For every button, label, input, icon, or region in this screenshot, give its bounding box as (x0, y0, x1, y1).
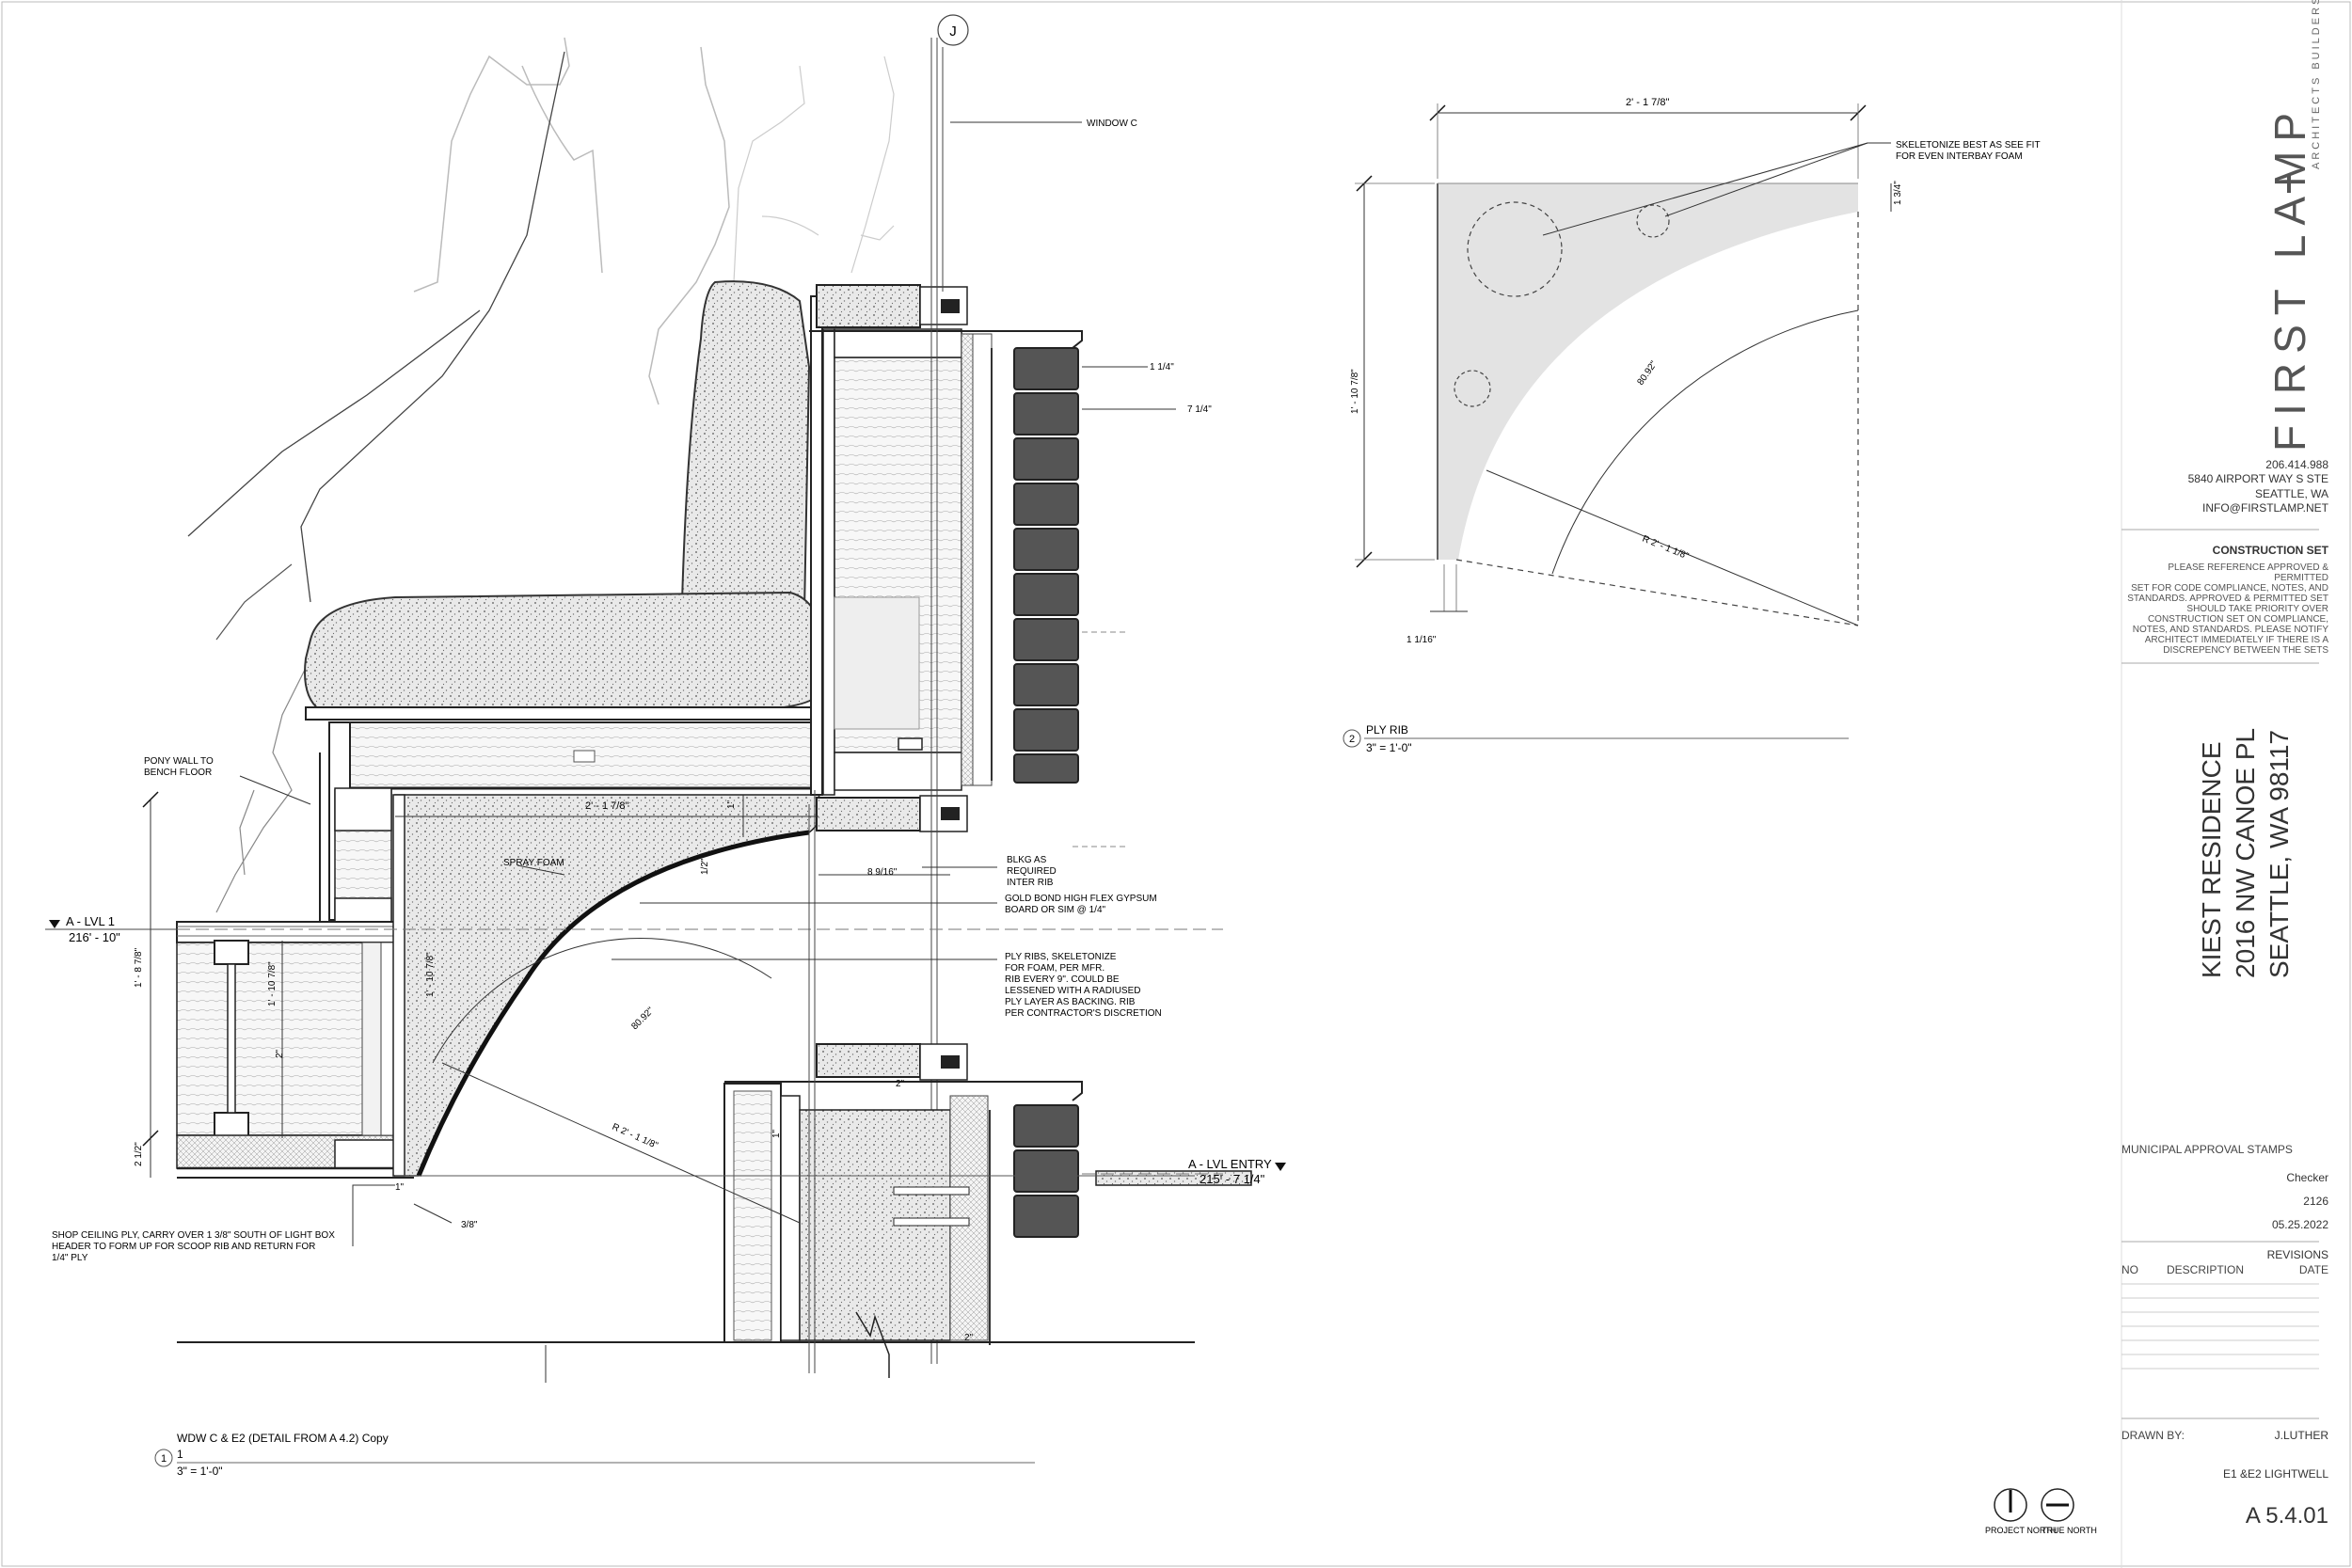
title-block-lines (2122, 529, 2319, 1419)
dim-2c: 2" (896, 1079, 905, 1089)
detail-2-title: PLY RIB (1366, 723, 1408, 736)
note-spray-foam: SPRAY FOAM (503, 858, 564, 868)
rev-col-desc: DESCRIPTION (2167, 1263, 2245, 1276)
issue-date: 05.25.2022 (2271, 1218, 2328, 1231)
level-entry-name: A - LVL ENTRY (1188, 1157, 1272, 1171)
detail-1-number: 1 (161, 1453, 167, 1465)
level-lvl1-name: A - LVL 1 (66, 914, 115, 928)
dim-2-1-7-8: 2' - 1 7/8" (585, 800, 628, 812)
note-shop-ceiling: SHOP CEILING PLY, CARRY OVER 1 3/8" SOUT… (52, 1230, 335, 1263)
firm-name: FIRST LAMP (2265, 103, 2314, 451)
dim-1-8-7-8: 1' - 8 7/8" (134, 947, 144, 988)
rib-dim-width: 2' - 1 7/8" (1626, 97, 1669, 108)
cladding-bricks (1013, 347, 1079, 784)
dim-8-9-16: 8 9/16" (867, 867, 898, 878)
detail-1-title: WDW C & E2 (DETAIL FROM A 4.2) Copy (177, 1432, 389, 1445)
dim-1-10-7-8b: 1' - 10 7/8" (425, 952, 436, 997)
dim-2: 2" (275, 1049, 285, 1058)
level-lvl1-elev: 216' - 10" (69, 930, 120, 944)
rib-dim-1-1-16: 1 1/16" (1406, 635, 1437, 645)
dim-radius: R 2' - 1 1/8" (611, 1122, 660, 1151)
detail-1-scale: 3" = 1'-0" (177, 1465, 223, 1478)
firm-tagline: ARCHITECTS BUILDERS (2311, 0, 2322, 169)
true-north-label: TRUE NORTH (2042, 1526, 2097, 1535)
detail-2-scale: 3" = 1'-0" (1366, 741, 1412, 754)
dim-2-1-2: 2 1/2" (134, 1142, 144, 1166)
firm-email: INFO@FIRSTLAMP.NET (2202, 501, 2328, 515)
project-city: SEATTLE, WA 98117 (2265, 730, 2294, 978)
dim-1b: 1" (726, 800, 737, 809)
title-block: 206.414.988 5840 AIRPORT WAY S STE SEATT… (2112, 0, 2352, 1568)
project-name: KIEST RESIDENCE (2197, 741, 2226, 978)
rib-dim-height: 1' - 10 7/8" (1350, 369, 1360, 414)
revisions-title: REVISIONS (2266, 1248, 2328, 1261)
project-address: 2016 NW CANOE PL (2231, 728, 2260, 978)
stamps-label: MUNICIPAL APPROVAL STAMPS (2122, 1143, 2293, 1156)
checker: Checker (2286, 1171, 2328, 1184)
rev-col-no: NO (2122, 1263, 2138, 1276)
dim-2b: 2" (964, 1333, 974, 1343)
dim-7-1-4: 7 1/4" (1187, 404, 1212, 415)
level-entry-elev: 215' - 7 1/4" (1200, 1172, 1265, 1186)
detail-1-section: J A - LVL 1 216' - 10" A - LVL ENTRY 215… (45, 14, 1286, 1478)
dim-3-8: 3/8" (461, 1220, 478, 1230)
firm-phone: 206.414.988 (2265, 458, 2328, 471)
dim-arc: 80.92" (629, 1006, 656, 1032)
grid-label: J (949, 24, 957, 40)
construction-title: CONSTRUCTION SET (2212, 544, 2328, 557)
rib-dim-1-3-4: 1 3/4" (1893, 181, 1903, 205)
level-marker-lvl1 (49, 920, 60, 928)
dim-1-10-7-8: 1' - 10 7/8" (267, 961, 278, 1006)
sheet-number: A 5.4.01 (2245, 1503, 2328, 1528)
rev-col-date: DATE (2298, 1263, 2328, 1276)
dim-1-1-4: 1 1/4" (1150, 362, 1174, 372)
skeleton-hole-small (1636, 204, 1670, 238)
drawn-by-label: DRAWN BY: (2122, 1429, 2185, 1442)
note-window-c: WINDOW C (1087, 119, 1137, 129)
detail-1-sub: 1 (177, 1448, 183, 1461)
detail-2-number: 2 (1349, 734, 1355, 745)
rib-dim-arc: 80.92" (1635, 359, 1660, 388)
dim-1: 1" (395, 1182, 405, 1193)
firm-address-2: SEATTLE, WA (2254, 487, 2328, 500)
project-north-label: PROJECT NORTH (1985, 1526, 2057, 1535)
skeleton-hole-mid (1454, 370, 1491, 407)
north-arrows: PROJECT NORTH TRUE NORTH (1985, 1488, 2097, 1535)
construction-note: PLEASE REFERENCE APPROVED & PERMITTED SE… (2127, 562, 2328, 656)
rib-dim-radius: R 2' - 1 1/8" (1641, 534, 1691, 562)
sheet-name: E1 &E2 LIGHTWELL (2222, 1467, 2328, 1481)
level-marker-entry (1275, 1163, 1286, 1171)
dim-1-2: 1/2" (700, 858, 710, 875)
detail-2-ply-rib: 2' - 1 7/8" 1' - 10 7/8" 1 3/4" 1 1/16" … (1343, 97, 2041, 754)
drawn-by-name: J.LUTHER (2274, 1429, 2328, 1442)
dim-1-lower: 1" (771, 1129, 782, 1138)
grid-bubble (937, 14, 969, 46)
project-number: 2126 (2303, 1195, 2328, 1208)
firm-address-1: 5840 AIRPORT WAY S STE (2187, 472, 2328, 485)
skeleton-hole-large (1467, 201, 1563, 297)
